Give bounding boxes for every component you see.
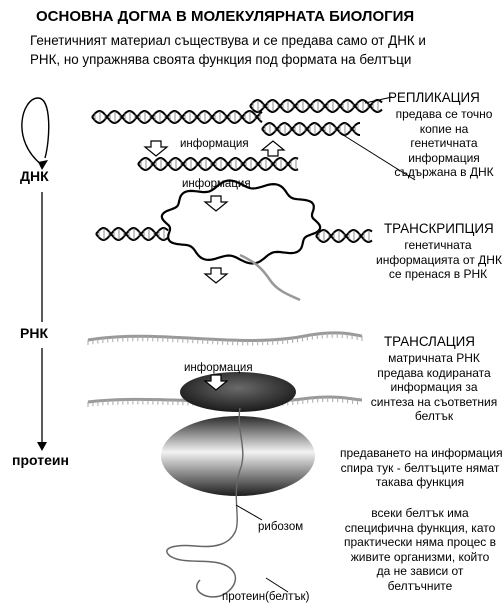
axis-protein-label: протеин	[12, 452, 69, 468]
flow-axis	[21, 97, 50, 451]
info-label-transcription: информация	[182, 178, 251, 190]
down-arrowhead	[37, 442, 47, 451]
callout-lines	[235, 96, 416, 593]
replication-loop-arrow	[21, 97, 50, 166]
dna-copy-helix-lower	[261, 122, 360, 136]
nascent-protein	[235, 407, 244, 531]
protein-label: протеин(белтък)	[222, 591, 310, 603]
page-title: ОСНОВНА ДОГМА В МОЛЕКУЛЯРНАТА БИОЛОГИЯ	[36, 8, 415, 25]
dna-parent-helix	[91, 110, 263, 124]
hollow-arrows	[143, 140, 286, 391]
info-label-translation: информация	[184, 362, 253, 374]
arrow-up-1	[260, 140, 286, 157]
translation-heading: ТРАНСЛАЦИЯ	[384, 334, 475, 349]
dna-transcription-left	[95, 227, 169, 241]
rna-transcript-tail	[239, 253, 301, 302]
protein-chain	[166, 529, 237, 598]
arrow-down-4	[203, 374, 229, 391]
ribosome-large-subunit	[161, 416, 315, 496]
arrow-down-3	[203, 267, 229, 284]
dna-helix-middle	[137, 157, 299, 171]
open-dna-strand	[160, 179, 322, 265]
transcription-bubble	[239, 253, 301, 302]
dna-transcription-right	[315, 229, 373, 243]
ribosome-label: рибозом	[258, 521, 304, 533]
arrow-down-2	[203, 195, 229, 212]
dna-copy-helix-upper	[249, 99, 383, 113]
subtitle-line-2: РНК, но упражнява своята функция под фор…	[30, 52, 412, 67]
info-label-replication: информация	[180, 138, 249, 150]
arrow-down-1	[143, 140, 169, 157]
subtitle-line-1: Генетичният материал съществува и се пре…	[30, 33, 426, 48]
ribosome-small-subunit	[180, 372, 296, 412]
replication-heading: РЕПЛИКАЦИЯ	[388, 90, 480, 105]
axis-dna-label: ДНК	[20, 168, 49, 184]
dna-helices	[91, 99, 383, 265]
transcription-heading: ТРАНСКРИПЦИЯ	[384, 221, 494, 236]
axis-rna-label: РНК	[20, 325, 48, 341]
